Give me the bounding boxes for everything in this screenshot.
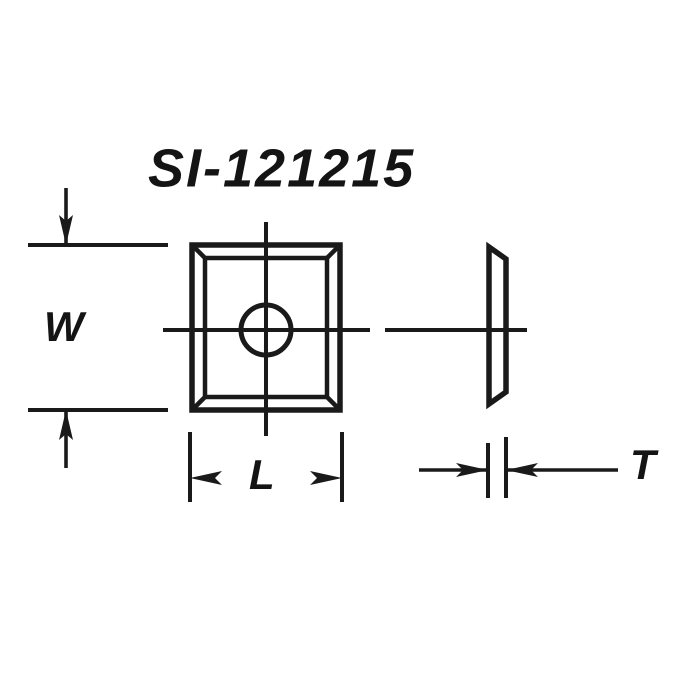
width-arrow-bottom	[59, 410, 73, 440]
side-view	[385, 241, 527, 410]
side-profile-outline	[486, 241, 509, 410]
length-arrow-right	[310, 471, 342, 485]
insert-corner-chamfers	[190, 243, 342, 412]
thickness-arrow-left	[456, 463, 488, 477]
thickness-arrow-right	[506, 463, 538, 477]
drawing-title: SI-121215	[148, 138, 415, 198]
thickness-dimension-label: T	[630, 441, 659, 488]
length-arrow-left	[190, 471, 222, 485]
dimension-length: L	[188, 432, 344, 502]
dimension-width: W	[28, 188, 168, 468]
width-arrow-top	[59, 215, 73, 245]
width-dimension-label: W	[44, 303, 87, 350]
face-view-centerlines	[163, 222, 370, 436]
dimension-thickness: T	[419, 437, 659, 498]
length-dimension-label: L	[249, 451, 275, 498]
face-view	[163, 222, 370, 436]
